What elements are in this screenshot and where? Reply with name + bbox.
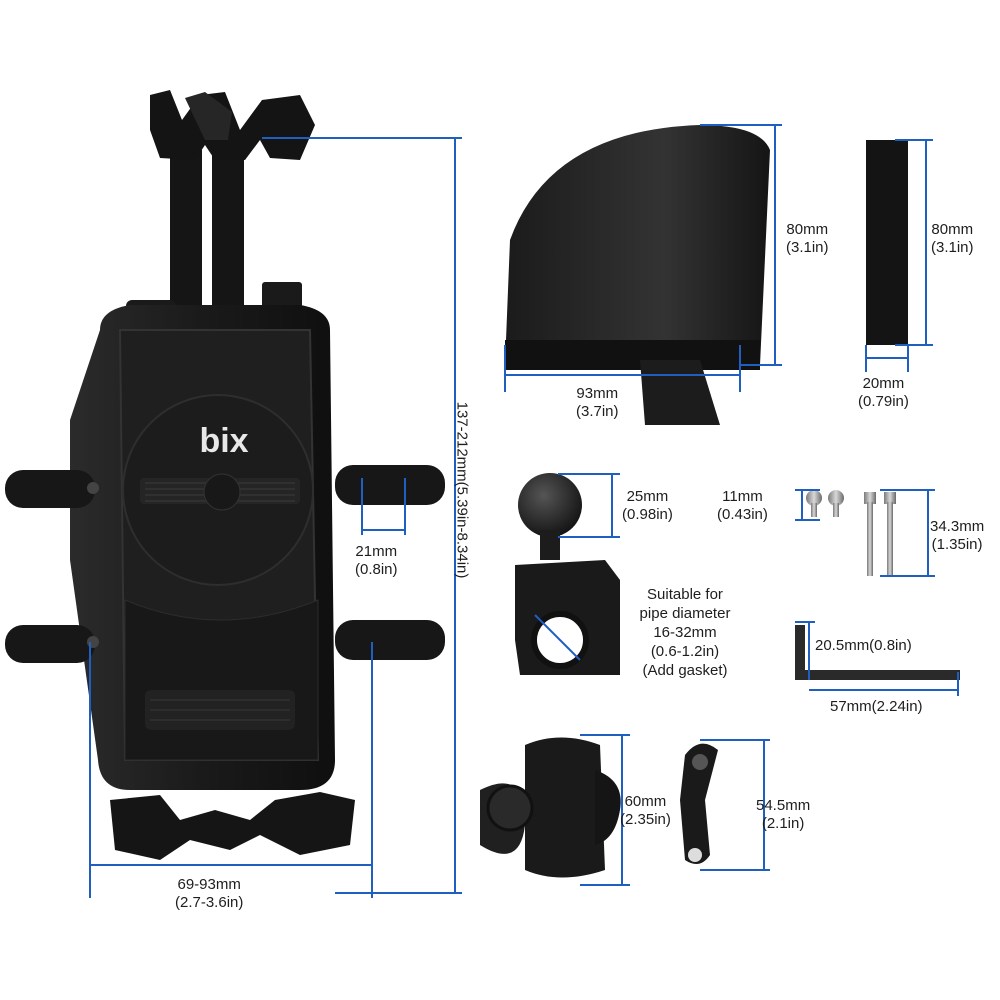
wrench-short-label: 20.5mm(0.8in) bbox=[815, 637, 912, 654]
mounting-bracket bbox=[680, 743, 718, 864]
sun-visor bbox=[505, 125, 770, 425]
screws bbox=[806, 490, 896, 576]
arm-width-label: 21mm(0.8in) bbox=[355, 543, 398, 578]
pipe-diameter-note: Suitable for pipe diameter 16-32mm (0.6-… bbox=[639, 586, 731, 679]
strap-height-label: 80mm(3.1in) bbox=[931, 221, 974, 256]
dimension-lines bbox=[89, 124, 959, 898]
wrench-long-label: 57mm(2.24in) bbox=[830, 698, 923, 715]
clamp-height-label: 60mm(2.35in) bbox=[620, 793, 671, 828]
strap-width-label: 20mm(0.79in) bbox=[858, 375, 909, 410]
holder-width-label: 69-93mm(2.7-3.6in) bbox=[175, 876, 244, 911]
long-screw-label: 34.3mm(1.35in) bbox=[930, 518, 985, 553]
side-arms bbox=[5, 465, 445, 663]
phone-holder: bix bbox=[5, 90, 445, 860]
holder-height-label: 137-212mm(5.39in-8.34in) bbox=[453, 401, 471, 579]
ball-size-label: 25mm(0.98in) bbox=[622, 488, 673, 523]
double-socket-clamp bbox=[480, 737, 621, 878]
bracket-height-label: 54.5mm(2.1in) bbox=[756, 797, 811, 832]
visor-height-label: 80mm(3.1in) bbox=[786, 221, 829, 256]
rubber-strap bbox=[866, 140, 908, 345]
bix-logo: bix bbox=[199, 422, 248, 460]
allen-wrench bbox=[795, 625, 960, 680]
short-screw-label: 11mm(0.43in) bbox=[717, 488, 768, 523]
ball-mount bbox=[515, 473, 620, 675]
visor-width-label: 93mm(3.7in) bbox=[576, 385, 619, 420]
grille bbox=[140, 473, 300, 511]
